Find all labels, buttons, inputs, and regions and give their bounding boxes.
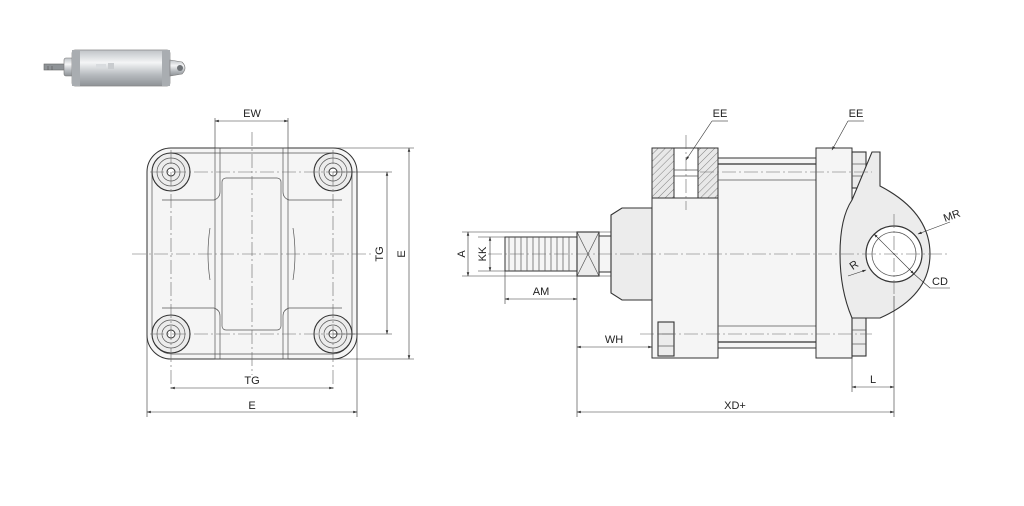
dim-label-am: AM (533, 286, 550, 298)
dim-label-cd: CD (932, 276, 948, 288)
dim-label-xd: XD+ (724, 400, 746, 412)
dim-label-e-horizontal: E (248, 400, 255, 412)
dim-label-ee-right: EE (849, 108, 864, 120)
side-view: A KK AM WH XD+ L EE EE MR (456, 108, 962, 417)
dim-label-wh: WH (605, 334, 623, 346)
dim-label-tg-horizontal: TG (244, 375, 259, 387)
dim-label-l: L (870, 374, 876, 386)
dim-label-a: A (456, 250, 468, 258)
dim-label-mr: MR (942, 208, 962, 225)
dim-label-kk: KK (477, 246, 489, 261)
pneumatic-cylinder-icon (43, 49, 186, 87)
dim-label-ew: EW (243, 108, 261, 120)
front-view: EW TG E TG E (132, 108, 414, 417)
dim-label-e-vertical: E (396, 250, 408, 257)
dim-label-ee-left: EE (713, 108, 728, 120)
dim-label-tg-vertical: TG (374, 246, 386, 261)
cylinder-barrel (717, 157, 817, 349)
